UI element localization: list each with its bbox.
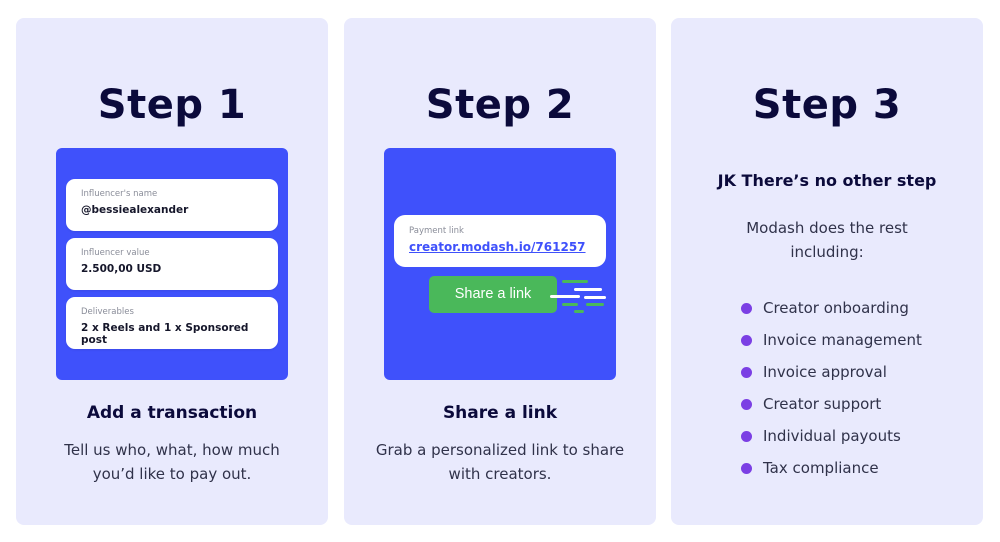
bullet-dot-icon	[741, 366, 752, 378]
list-item: Individual payouts	[741, 420, 922, 452]
step-2-description: Grab a personalized link to share with c…	[375, 441, 625, 483]
transaction-form-illustration: Influencer's name @bessiealexander Influ…	[56, 148, 288, 380]
share-link-illustration: Payment link creator.modash.io/761257 Sh…	[384, 148, 616, 380]
step-3-title: Step 3	[752, 82, 902, 128]
feature-label: Creator onboarding	[763, 299, 909, 317]
bullet-dot-icon	[741, 334, 752, 346]
step-1-title: Step 1	[97, 82, 247, 128]
step-2-subtitle: Share a link	[442, 403, 558, 423]
step-3-heading: JK There’s no other step	[717, 171, 937, 190]
step-3-card: Step 3 JK There’s no other step Modash d…	[671, 18, 983, 525]
step-1-description: Tell us who, what, how much you’d like t…	[64, 441, 280, 483]
list-item: Tax compliance	[741, 452, 922, 484]
step-1-subtitle: Add a transaction	[86, 403, 258, 423]
feature-label: Invoice approval	[763, 363, 887, 381]
step-3-description: Modash does the rest including:	[746, 219, 908, 261]
list-item: Creator support	[741, 388, 922, 420]
deliverables-field: Deliverables 2 x Reels and 1 x Sponsored…	[66, 297, 278, 349]
feature-list: Creator onboarding Invoice management In…	[741, 292, 922, 484]
list-item: Invoice approval	[741, 356, 922, 388]
deliverables-label: Deliverables	[81, 307, 134, 317]
influencer-name-field: Influencer's name @bessiealexander	[66, 179, 278, 231]
bullet-dot-icon	[741, 302, 752, 314]
feature-label: Invoice management	[763, 331, 922, 349]
payment-link-field: Payment link creator.modash.io/761257	[394, 215, 606, 267]
feature-label: Creator support	[763, 395, 882, 413]
step-2-card: Step 2 Payment link creator.modash.io/76…	[344, 18, 656, 525]
influencer-name-value: @bessiealexander	[81, 204, 189, 216]
list-item: Invoice management	[741, 324, 922, 356]
feature-label: Individual payouts	[763, 427, 901, 445]
influencer-value-label: Influencer value	[81, 248, 150, 258]
payment-link-value: creator.modash.io/761257	[409, 240, 586, 254]
payment-link-label: Payment link	[409, 226, 464, 236]
influencer-value-value: 2.500,00 USD	[81, 263, 162, 275]
influencer-name-label: Influencer's name	[81, 189, 158, 199]
step-1-card: Step 1 Influencer's name @bessiealexande…	[16, 18, 328, 525]
bullet-dot-icon	[741, 430, 752, 442]
step-2-title: Step 2	[425, 82, 575, 128]
deliverables-value: 2 x Reels and 1 x Sponsored post	[81, 322, 249, 346]
share-link-button: Share a link	[429, 276, 557, 313]
bullet-dot-icon	[741, 462, 752, 474]
list-item: Creator onboarding	[741, 292, 922, 324]
feature-label: Tax compliance	[763, 459, 879, 477]
bullet-dot-icon	[741, 398, 752, 410]
influencer-value-field: Influencer value 2.500,00 USD	[66, 238, 278, 290]
